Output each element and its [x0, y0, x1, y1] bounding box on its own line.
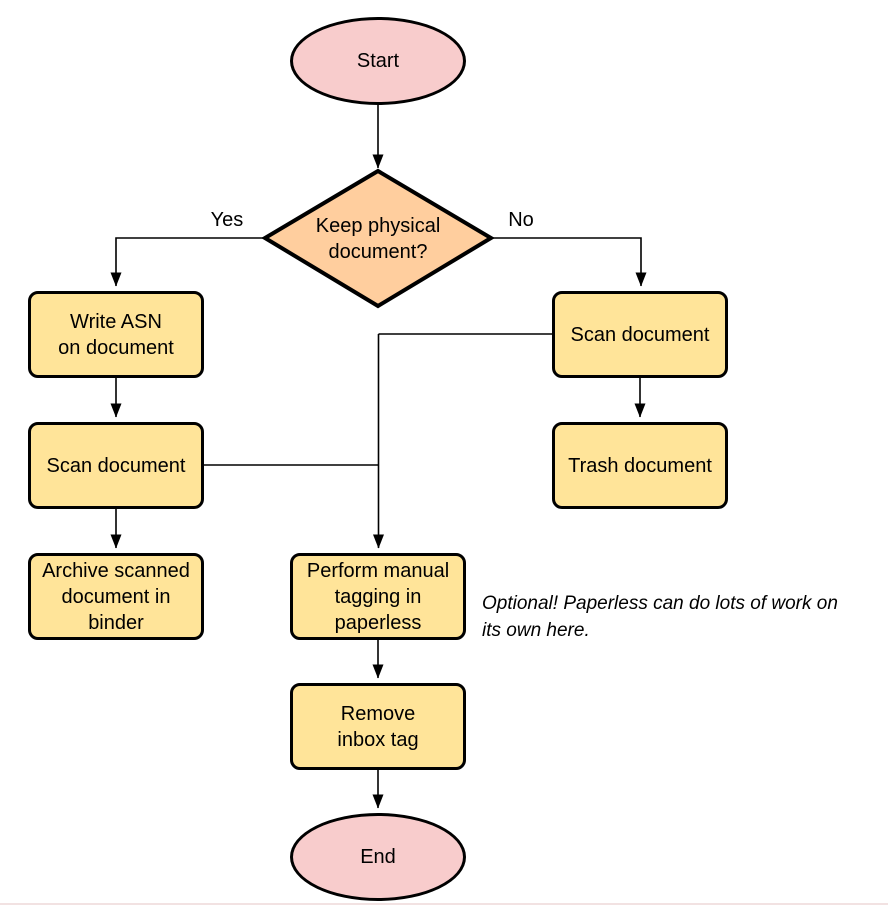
node-trash-document: Trash document [552, 422, 728, 509]
edge-label-no: No [508, 209, 534, 231]
edge-decision-no-to-scan-right [490, 237, 647, 287]
optional-note: Optional! Paperless can do lots of work … [482, 593, 838, 641]
node-write-asn-on-document: Write ASN on document [28, 291, 204, 378]
page-bottom-edge [0, 903, 888, 905]
edge-decision-yes-to-write-asn [110, 237, 266, 287]
node-decision-label: Keep physical document? [315, 214, 441, 263]
edge-label-yes: Yes [210, 209, 244, 231]
node-archive-scanned-document: Archive scanned document in binder [28, 553, 204, 640]
node-remove-inbox-tag: Remove inbox tag [290, 683, 466, 770]
node-scan-document-right: Scan document [552, 291, 728, 378]
node-scan-document-left: Scan document [28, 422, 204, 509]
node-perform-manual-tagging: Perform manual tagging in paperless [290, 553, 466, 640]
node-end: End [290, 813, 466, 901]
node-start: Start [290, 17, 466, 105]
decision-diamond-shape [261, 168, 495, 309]
